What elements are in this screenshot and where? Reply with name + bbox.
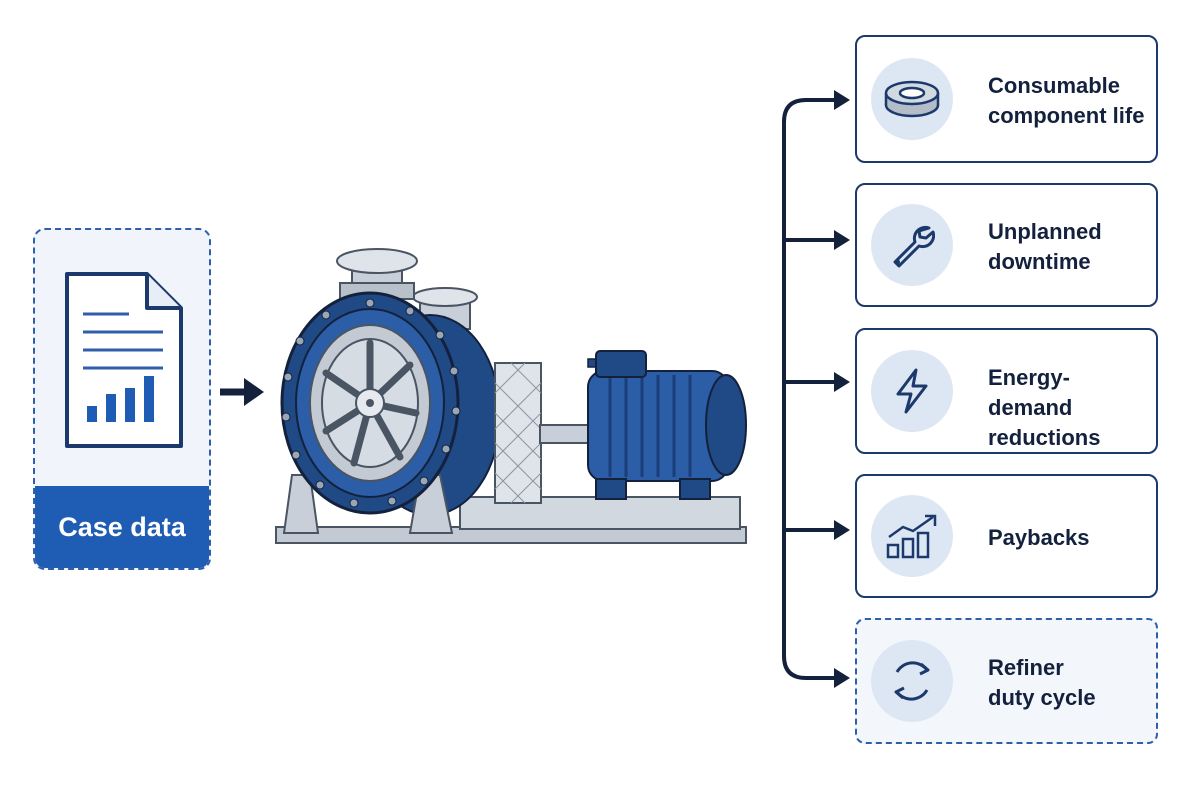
lightning-icon-badge xyxy=(871,350,953,432)
outcome-paybacks: Paybacks xyxy=(855,474,1158,598)
cycle-arrows-icon-badge xyxy=(871,640,953,722)
report-document-icon xyxy=(65,272,183,448)
refiner-pump-machine-icon xyxy=(275,248,747,544)
case-data-card: Case data xyxy=(33,228,211,570)
growth-chart-icon-badge xyxy=(871,495,953,577)
outcome-consumable-component-life: Consumable component life xyxy=(855,35,1158,163)
outcome-energy-demand-reductions: Energy-demand reductions xyxy=(855,328,1158,454)
wear-ring-icon-badge xyxy=(871,58,953,140)
outcome-refiner-duty-cycle: Refiner duty cycle xyxy=(855,618,1158,744)
outcome-label: Energy-demand reductions xyxy=(988,365,1101,450)
wrench-icon-badge xyxy=(871,204,953,286)
outcome-unplanned-downtime: Unplanned downtime xyxy=(855,183,1158,307)
outcome-label: Paybacks xyxy=(988,525,1090,550)
case-data-label: Case data xyxy=(35,486,209,568)
outcome-connector-lines xyxy=(782,90,850,688)
growth-chart-icon xyxy=(886,514,937,559)
wrench-icon xyxy=(893,225,935,268)
outcome-label: Unplanned downtime xyxy=(988,219,1102,274)
lightning-icon xyxy=(896,368,928,414)
outcome-label: Consumable component life xyxy=(988,73,1145,128)
outcome-label: Refiner duty cycle xyxy=(988,655,1096,710)
wear-ring-icon xyxy=(884,80,940,118)
input-arrow-icon xyxy=(220,378,264,406)
cycle-arrows-icon xyxy=(894,661,930,701)
